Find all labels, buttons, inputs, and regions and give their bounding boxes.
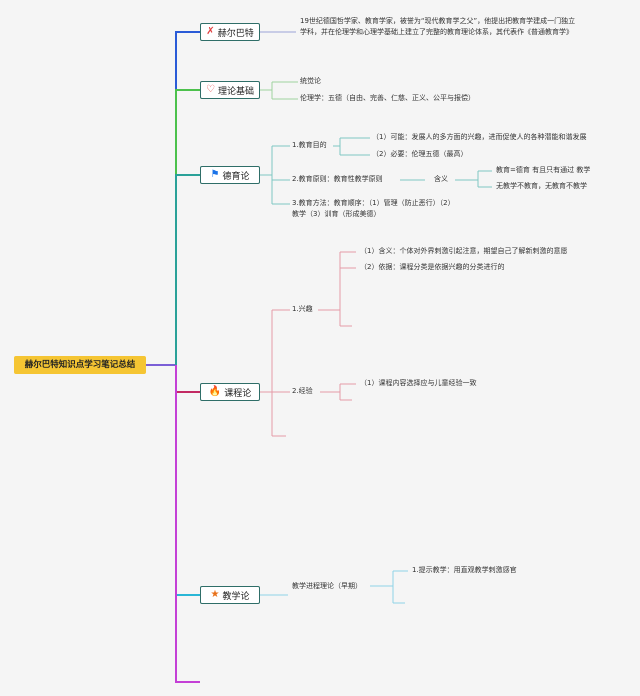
node-teaching[interactable]: ★ 教学论 bbox=[200, 586, 260, 604]
curriculum-experience-label: 2.经验 bbox=[292, 387, 313, 395]
node-teaching-label: 教学论 bbox=[222, 591, 250, 602]
teaching-process-item-1: 1.提示教学：用直观教学刺激感官 bbox=[412, 566, 517, 574]
flag-icon: ⚑ bbox=[210, 169, 220, 180]
moral-principle-meaning: 含义 bbox=[434, 175, 448, 183]
trunk-theory bbox=[175, 89, 200, 365]
moral-principle-label: 2.教育原则：教育性教学原则 bbox=[292, 175, 383, 183]
moral-method-label: 3.教育方法：教育顺序：（1）管理（防止恶行）（2）教学（3）训育（形成美德） bbox=[292, 199, 452, 218]
trunk-curriculum bbox=[175, 365, 200, 393]
star-icon: ★ bbox=[210, 589, 220, 600]
node-moral-label: 德育论 bbox=[222, 171, 250, 182]
moral-goal-label: 1.教育目的 bbox=[292, 141, 327, 149]
node-curriculum[interactable]: 🔥 课程论 bbox=[200, 383, 260, 401]
trunk-herbart bbox=[175, 31, 200, 365]
node-herbart-label: 赫尔巴特 bbox=[217, 28, 254, 39]
moral-goal-item-2: （2）必要：伦理五德（最高） bbox=[372, 150, 468, 158]
moral-principle-item-1: 教育=德育 有且只有通过 教学 bbox=[496, 166, 591, 174]
curriculum-interest-item-1: （1）含义：个体对外界刺激引起注意，期望自己了解新刺激的意愿 bbox=[360, 247, 568, 255]
theory-item-2: 伦理学：五德（自由、完善、仁慈、正义、公平与报偿） bbox=[300, 94, 475, 102]
curriculum-experience-item-1: （1）课程内容选择应与儿童经验一致 bbox=[360, 379, 477, 387]
cross-pencil-icon: ✗ bbox=[206, 26, 215, 37]
root-topic[interactable]: 赫尔巴特知识点学习笔记总结 bbox=[14, 356, 146, 374]
node-curriculum-label: 课程论 bbox=[224, 388, 252, 399]
theory-item-1: 统觉论 bbox=[300, 77, 321, 85]
curriculum-interest-label: 1.兴趣 bbox=[292, 305, 313, 313]
heart-icon: ♡ bbox=[206, 84, 215, 95]
herbart-description: 19世纪德国哲学家、教育学家，被誉为“现代教育学之父”，他提出把教育学建成一门独… bbox=[300, 17, 576, 36]
node-theory[interactable]: ♡ 理论基础 bbox=[200, 81, 260, 99]
moral-principle-item-2: 无教学不教育，无教育不教学 bbox=[496, 182, 587, 190]
node-herbart[interactable]: ✗ 赫尔巴特 bbox=[200, 23, 260, 41]
curriculum-interest-item-2: （2）依据：课程分类是依据兴趣的分类进行的 bbox=[360, 263, 505, 271]
trunk-moral bbox=[175, 174, 200, 365]
trunk-teaching bbox=[175, 365, 200, 596]
fire-icon: 🔥 bbox=[208, 386, 222, 397]
node-moral[interactable]: ⚑ 德育论 bbox=[200, 166, 260, 184]
trunk-extra bbox=[175, 365, 200, 683]
teaching-process-label: 教学进程理论（早期） bbox=[292, 582, 362, 590]
node-theory-label: 理论基础 bbox=[217, 86, 254, 97]
moral-goal-item-1: （1）可能：发展人的多方面的兴趣，进而促使人的各种潜能和谐发展 bbox=[372, 133, 587, 141]
